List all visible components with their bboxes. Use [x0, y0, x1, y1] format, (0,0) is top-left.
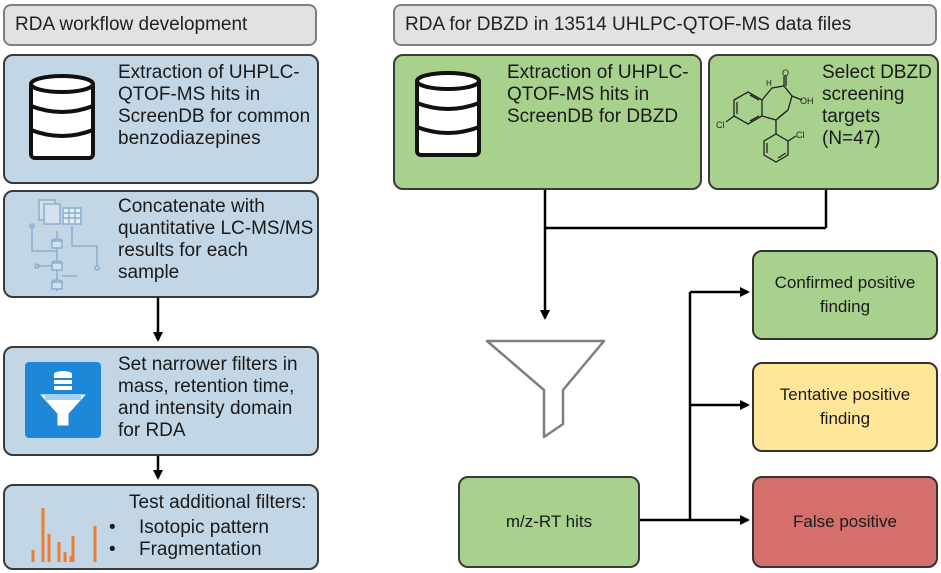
- bullet-fragmentation: Fragmentation: [107, 539, 315, 561]
- right-header-label: RDA for DBZD in 13514 UHLPC-QTOF-MS data…: [405, 14, 852, 35]
- false-positive-label: False positive: [793, 512, 897, 531]
- confirmed-finding-box: Confirmed positive finding: [752, 250, 938, 340]
- spectrum-icon: [31, 508, 97, 562]
- confirmed-finding-label: Confirmed positive finding: [774, 273, 916, 316]
- label-cl-left: Cl: [716, 120, 725, 130]
- step-filters-text: Set narrower filters in mass, retention …: [118, 354, 298, 441]
- step-extraction-box: Extraction of UHPLC-QTOF-MS hits in Scre…: [3, 54, 319, 184]
- step-concatenate-box: Concatenate with quantitative LC-MS/MS r…: [3, 190, 319, 298]
- dbzd-extraction-box: Extraction of UHPLC-QTOF-MS hits in Scre…: [393, 54, 702, 190]
- database-icon: [415, 71, 481, 157]
- label-oh: OH: [800, 96, 814, 106]
- additional-filters-title: Test additional filters:: [129, 492, 307, 513]
- data-merge-icon: [29, 199, 100, 291]
- step-additional-filters-text: Test additional filters: Isotopic patter…: [109, 492, 315, 561]
- bullet-isotopic: Isotopic pattern: [107, 517, 315, 539]
- left-header-label: RDA workflow development: [15, 14, 248, 35]
- false-positive-box: False positive: [752, 476, 938, 568]
- left-header: RDA workflow development: [3, 4, 317, 46]
- funnel-icon: [485, 339, 606, 439]
- tentative-finding-box: Tentative positive finding: [752, 362, 938, 452]
- mz-rt-hits-label: m/z-RT hits: [505, 512, 593, 531]
- additional-filters-list: Isotopic pattern Fragmentation: [107, 517, 315, 561]
- mz-rt-hits-box: m/z-RT hits: [458, 476, 640, 568]
- dbzd-targets-box: O H OH Cl Cl Select DBZD screening targe…: [708, 54, 939, 190]
- step-additional-filters-box: Test additional filters: Isotopic patter…: [3, 484, 319, 570]
- benzodiazepine-structure-icon: O H OH Cl Cl: [716, 68, 814, 163]
- database-icon: [29, 74, 95, 160]
- dbzd-targets-text: Select DBZD screening targets (N=47): [822, 62, 932, 149]
- label-nh: H: [766, 79, 772, 88]
- step-extraction-text: Extraction of UHPLC-QTOF-MS hits in Scre…: [118, 62, 311, 149]
- label-cl-right: Cl: [796, 130, 805, 140]
- step-filters-box: Set narrower filters in mass, retention …: [3, 346, 319, 456]
- filter-database-icon: [25, 362, 101, 438]
- label-o: O: [782, 68, 789, 78]
- step-concatenate-text: Concatenate with quantitative LC-MS/MS r…: [118, 196, 314, 283]
- dbzd-extraction-text: Extraction of UHPLC-QTOF-MS hits in Scre…: [507, 62, 689, 127]
- right-header: RDA for DBZD in 13514 UHLPC-QTOF-MS data…: [393, 4, 937, 46]
- tentative-finding-label: Tentative positive finding: [779, 385, 911, 428]
